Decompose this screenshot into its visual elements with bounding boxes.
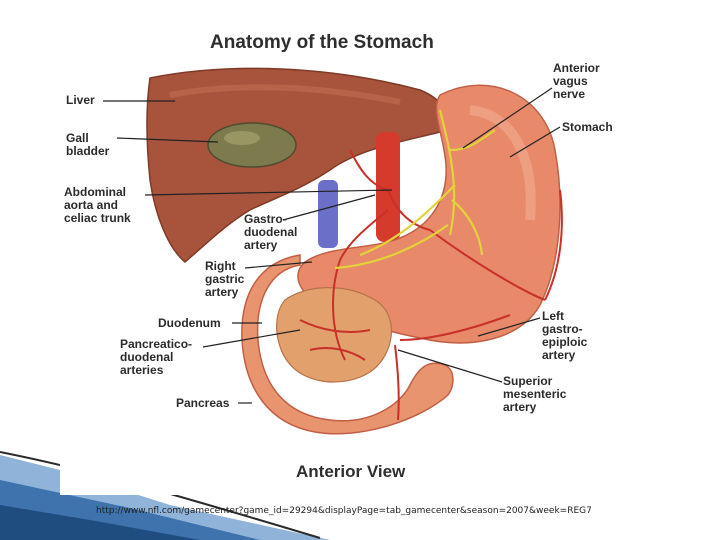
vagus-nerve (334, 109, 496, 270)
label-left-gastroepiploic-artery: Left gastro- epiploic artery (542, 309, 588, 362)
label-liver: Liver (66, 93, 95, 107)
label-gall-bladder: Gall bladder (66, 131, 110, 158)
gall-bladder-shine (224, 131, 260, 145)
label-right-gastric-artery: Right gastric artery (205, 259, 245, 299)
source-url-link[interactable]: http://www.nfl.com/gamecenter?game_id=29… (96, 506, 592, 516)
duodenum-shape (241, 254, 454, 435)
leader-lines (103, 87, 561, 404)
label-pancreas: Pancreas (176, 396, 230, 410)
label-abdominal-aorta: Abdominal aorta and celiac trunk (64, 185, 131, 225)
label-pancreaticoduodenal-arteries: Pancreatico- duodenal arteries (120, 337, 193, 377)
label-duodenum: Duodenum (158, 316, 221, 330)
label-stomach: Stomach (562, 120, 613, 134)
view-label: Anterior View (296, 462, 406, 481)
label-gastroduodenal-artery: Gastro- duodenal artery (244, 212, 298, 252)
stomach-highlight (469, 105, 536, 221)
label-anterior-vagus-nerve: Anterior vagus nerve (553, 61, 600, 101)
artery-network (299, 149, 563, 421)
gall-bladder-shape (207, 122, 297, 168)
diagram-title: Anatomy of the Stomach (210, 32, 434, 53)
swoosh-dark (0, 505, 200, 540)
liver-highlight (169, 84, 401, 105)
label-superior-mesenteric-artery: Superior mesenteric artery (503, 374, 567, 414)
liver-shape (146, 67, 447, 263)
vena-cava-shape (318, 180, 338, 248)
